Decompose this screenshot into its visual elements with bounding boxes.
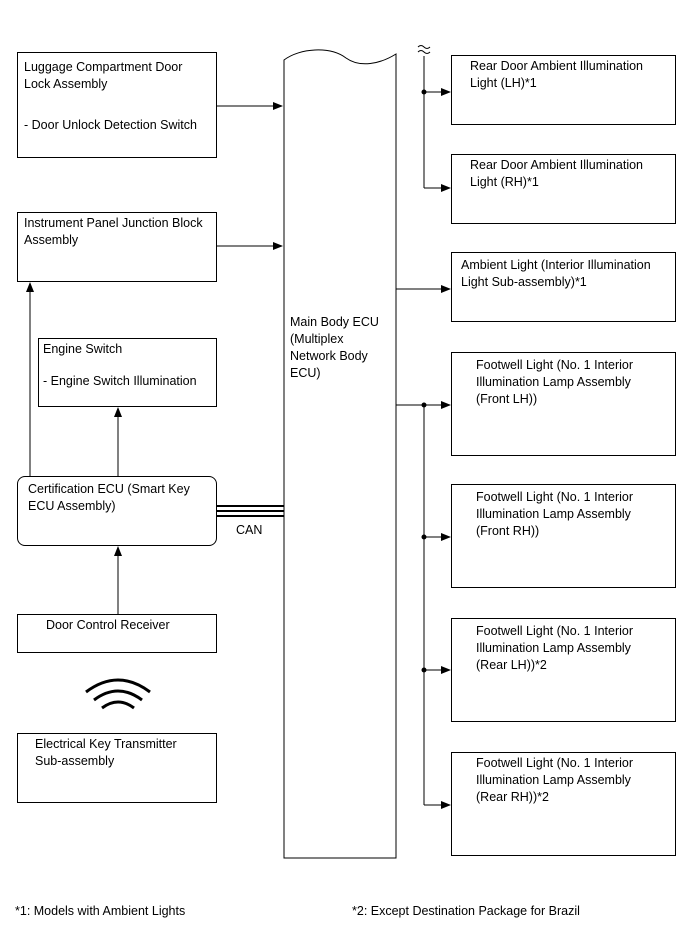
- footwell-rear-lh-box: Footwell Light (No. 1 Interior Illuminat…: [451, 618, 676, 722]
- footnote-2: *2: Except Destination Package for Brazi…: [352, 904, 580, 918]
- footwell-front-rh-box: Footwell Light (No. 1 Interior Illuminat…: [451, 484, 676, 588]
- engine-switch-box: Engine Switch - Engine Switch Illuminati…: [38, 338, 217, 407]
- luggage-lock-sub: - Door Unlock Detection Switch: [24, 118, 197, 132]
- rear-door-light-lh-label: Rear Door Ambient Illumination Light (LH…: [470, 59, 643, 90]
- footwell-rear-rh-label: Footwell Light (No. 1 Interior Illuminat…: [476, 756, 634, 804]
- engine-switch-title: Engine Switch: [43, 342, 123, 356]
- engine-switch-sub: - Engine Switch Illumination: [43, 374, 197, 388]
- footnote-1: *1: Models with Ambient Lights: [15, 904, 186, 918]
- main-body-ecu-label: Main Body ECU (Multiplex Network Body EC…: [290, 315, 379, 380]
- rear-door-light-lh-box: Rear Door Ambient Illumination Light (LH…: [451, 55, 676, 125]
- key-transmitter-box: Electrical Key Transmitter Sub-assembly: [17, 733, 217, 803]
- main-body-ecu-shape: [283, 49, 397, 859]
- certification-ecu-box: Certification ECU (Smart Key ECU Assembl…: [17, 476, 217, 546]
- luggage-lock-box: Luggage Compartment Door Lock Assembly -…: [17, 52, 217, 158]
- certification-ecu-title: Certification ECU (Smart Key ECU Assembl…: [28, 482, 190, 513]
- rear-door-light-rh-box: Rear Door Ambient Illumination Light (RH…: [451, 154, 676, 224]
- luggage-lock-title: Luggage Compartment Door Lock Assembly: [24, 60, 183, 91]
- wireless-signal-icon: [85, 678, 151, 710]
- ipjb-box: Instrument Panel Junction Block Assembly: [17, 212, 217, 282]
- footwell-front-lh-box: Footwell Light (No. 1 Interior Illuminat…: [451, 352, 676, 456]
- footwell-rear-lh-label: Footwell Light (No. 1 Interior Illuminat…: [476, 624, 634, 672]
- footwell-front-rh-label: Footwell Light (No. 1 Interior Illuminat…: [476, 490, 634, 538]
- ambient-light-label: Ambient Light (Interior Illumination Lig…: [461, 258, 651, 289]
- can-label: CAN: [236, 523, 263, 537]
- break-mark: [417, 45, 431, 54]
- door-control-receiver-title: Door Control Receiver: [46, 618, 170, 632]
- ambient-light-box: Ambient Light (Interior Illumination Lig…: [451, 252, 676, 322]
- door-control-receiver-box: Door Control Receiver: [17, 614, 217, 653]
- key-transmitter-title: Electrical Key Transmitter Sub-assembly: [35, 737, 177, 768]
- footwell-front-lh-label: Footwell Light (No. 1 Interior Illuminat…: [476, 358, 634, 406]
- rear-door-light-rh-label: Rear Door Ambient Illumination Light (RH…: [470, 158, 643, 189]
- ipjb-title: Instrument Panel Junction Block Assembly: [24, 216, 203, 247]
- footwell-rear-rh-box: Footwell Light (No. 1 Interior Illuminat…: [451, 752, 676, 856]
